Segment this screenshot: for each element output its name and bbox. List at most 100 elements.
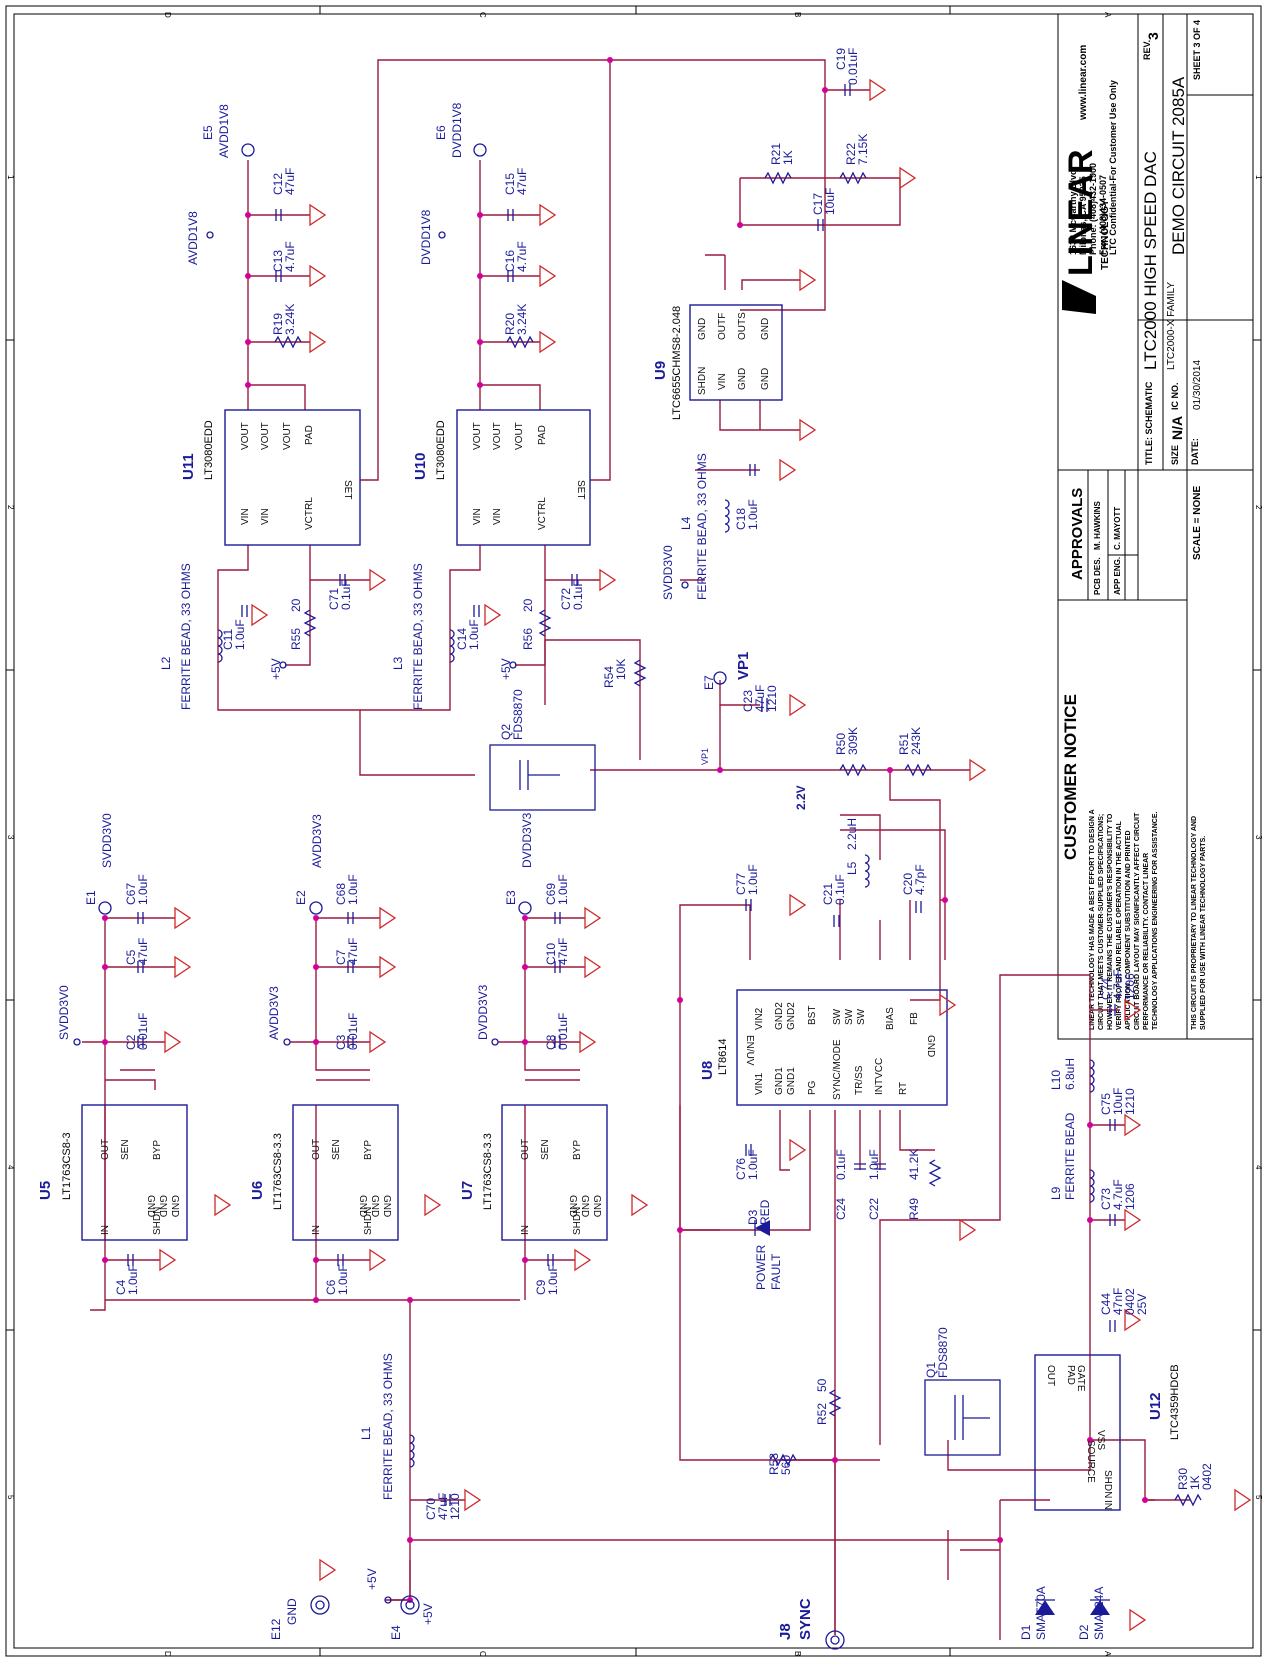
c18-ref: C18 (734, 508, 748, 530)
c23-ref: C23 (741, 690, 755, 712)
c72-value: 0.1uF (571, 579, 585, 610)
c74-package: 1206 (1123, 973, 1137, 1000)
u6-ref: U6 (249, 1181, 266, 1200)
p5v-u10-label: +5V (499, 658, 513, 680)
l10-value: 6.8uH (1063, 1058, 1077, 1090)
zone-right-4: 4 (1254, 1165, 1263, 1170)
u7-pin-byp: BYP (572, 1140, 583, 1160)
u10-pin-vout-b: VOUT (492, 422, 503, 450)
c13-value: 4.7uF (283, 241, 297, 272)
c74-value: 4.7uF (1111, 969, 1125, 1000)
u8-part: LT8614 (717, 1039, 729, 1076)
u12-pin-source: SOURCE (1085, 1440, 1096, 1483)
u12-pin-out: OUT (1045, 1365, 1056, 1386)
power-fault-line-1: POWER (754, 1244, 768, 1290)
r54-ref: R54 (602, 666, 616, 688)
p5v-net-label: +5V (365, 1568, 379, 1590)
c76-value: 1.0uF (746, 1149, 760, 1180)
q2-ref: Q2 (499, 724, 513, 740)
u7-pin-out: OUT (520, 1139, 531, 1160)
p5v-testpoint-label: +5V (421, 1603, 435, 1625)
q1-ref: Q1 (924, 1362, 938, 1378)
zone-top-d: D (163, 12, 172, 18)
notice-line-7: PERFORMANCE OR RELIABILITY. CONTACT LINE… (1143, 853, 1150, 1030)
q2-value: FDS8870 (511, 689, 525, 740)
u11-pin-vctrl: VCTRL (304, 497, 315, 530)
approval-name-1: M. HAWKINS (1093, 500, 1102, 550)
notice-footer-1: THIS CIRCUIT IS PROPRIETARY TO LINEAR TE… (1191, 816, 1198, 1030)
c24-value: 0.1uF (834, 1149, 848, 1180)
d1-ref: D1 (1019, 1624, 1033, 1640)
u9-pin-gnd-d: GND (760, 318, 771, 340)
c77-ref: C77 (734, 873, 748, 895)
v22-label: 2.2V (794, 785, 808, 810)
dvdd3v3-testpoint-label: DVDD3V3 (520, 812, 534, 868)
drawing-title: LTC2000 HIGH SPEED DAC (1141, 151, 1160, 370)
u9-ref: U9 (652, 361, 669, 380)
u5-pin-sen: SEN (120, 1139, 131, 1160)
approval-name-2: C. MAYOTT (1113, 507, 1122, 550)
u5-pin-shdn: SHDN (152, 1207, 163, 1235)
border-zone-labels: D C B A D C B A 1 2 3 4 5 1 2 3 4 5 (6, 12, 1263, 1657)
d1-value: SMAT70A (1034, 1586, 1048, 1640)
wires (82, 59, 1190, 1640)
e12-label: E12 (269, 1618, 283, 1640)
title-block: LINEAR TECHNOLOGY 1630 McCarthy Blvd. Mi… (1057, 13, 1254, 1040)
c6-ref: C6 (324, 1279, 338, 1295)
r53-ref: R53 (767, 1453, 781, 1475)
c21-value: 0.1uF (833, 874, 847, 905)
u5-ref: U5 (37, 1181, 54, 1200)
u8-pin-gnd2-a: GND2 (774, 1002, 785, 1030)
u6-ldo: U6 LT1763CS8-3.3 OUT SEN BYP IN SHDN GND… (249, 1104, 399, 1241)
u11-pin-set: SET (342, 480, 353, 499)
logo-sub: TECHNOLOGY (1100, 199, 1111, 270)
zone-top-b: B (793, 12, 802, 17)
e3-label: E3 (504, 890, 518, 905)
u12-pin-pad: PAD (1065, 1365, 1076, 1385)
u6-pin-out: OUT (311, 1139, 322, 1160)
c23-value: 47uF (753, 685, 767, 712)
c14-value: 1.0uF (467, 619, 481, 650)
c24-ref: C24 (834, 1198, 848, 1220)
u12-pin-shdn: SHDN (1102, 1470, 1113, 1498)
r56-ref: R56 (521, 628, 535, 650)
zone-top-c: C (478, 12, 487, 18)
u5-pin-in: IN (100, 1225, 111, 1235)
sync-label: SYNC (797, 1598, 814, 1640)
u12-pin-vss: VSS (1095, 1430, 1106, 1450)
l5-ref: L5 (845, 861, 859, 875)
r20-ref: R20 (503, 313, 517, 335)
c69-value: 1.0uF (556, 874, 570, 905)
u8-pin-intvcc: INTVCC (874, 1058, 885, 1095)
u10-regulator: U10 LT3080EDD VIN VIN VCTRL VOUT VOUT VO… (412, 409, 591, 546)
u8-pin-en-uv: EN/UV (744, 1035, 755, 1066)
dvdd1v8-net-label: DVDD1V8 (419, 209, 433, 265)
diode-d2 (1090, 1599, 1110, 1615)
avdd3v3-net-label: AVDD3V3 (267, 986, 281, 1040)
size-value: N/A (1169, 416, 1185, 440)
zone-bottom-c: C (478, 1651, 487, 1657)
c74-ref: C74 (1099, 978, 1113, 1000)
c69-ref: C69 (544, 883, 558, 905)
u8-pin-sw-c: SW (856, 1008, 867, 1025)
c17-ref: C17 (811, 193, 825, 215)
c7-value: 47uF (346, 938, 360, 965)
r52-ref: R52 (815, 1403, 829, 1425)
u6-pin-gnd-c: GND (381, 1195, 392, 1217)
r56-value: 20 (521, 598, 535, 612)
net-labels: E5 AVDD1V8 AVDD1V8 E6 DVDD1V8 DVDD1V8 E1… (57, 102, 814, 1640)
notice-line-3: HOWEVER, IT REMAINS THE CUSTOMER'S RESPO… (1107, 813, 1114, 1030)
u7-pin-gnd-b: GND (579, 1195, 590, 1217)
diode-d1 (1035, 1599, 1055, 1615)
r52-value: 50 (815, 1378, 829, 1392)
rev-value: 3 (1145, 32, 1161, 40)
c19-value: 0.01uF (846, 48, 860, 85)
c9-ref: C9 (534, 1279, 548, 1295)
r50-ref: R50 (834, 733, 848, 755)
u7-pin-gnd-a: GND (567, 1195, 578, 1217)
u7-ldo: U7 LT1763CS8-3.3 OUT SEN BYP IN SHDN GND… (459, 1104, 608, 1241)
capacitor-symbols (127, 84, 1116, 1506)
ground-symbols (159, 78, 1252, 1632)
u10-pin-pad: PAD (537, 425, 548, 445)
demo-circuit: DEMO CIRCUIT 2085A (1169, 76, 1188, 255)
